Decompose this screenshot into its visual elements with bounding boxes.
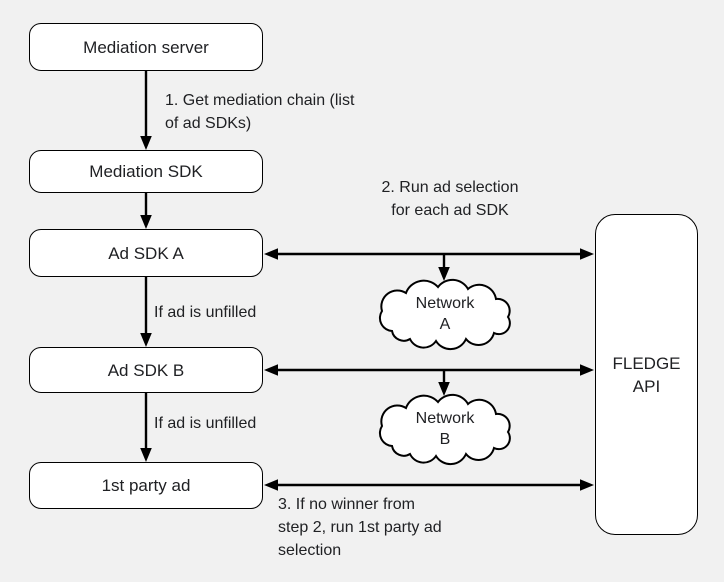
fledge-api-node: FLEDGE API: [595, 214, 698, 535]
arrow-mediation-sdk-to-ad-sdk-a: [140, 193, 152, 229]
arrow-to-network-b: [438, 370, 450, 396]
unfilled-after-a-annotation: If ad is unfilled: [154, 304, 257, 321]
ad-sdk-b-node: Ad SDK B: [29, 347, 263, 393]
step3-annotation: 3. If no winner from step 2, run 1st par…: [278, 496, 442, 559]
network-b-cloud: [379, 393, 511, 466]
arrow-to-network-a: [438, 254, 450, 281]
arrow-ad-sdk-a-to-ad-sdk-b: [140, 277, 152, 347]
arrow-ad-sdk-b-fledge: [264, 364, 594, 376]
network-b-label: Network B: [415, 410, 475, 448]
arrow-first-party-fledge: [264, 479, 594, 491]
mediation-server-node: Mediation server: [29, 23, 263, 71]
step1-annotation: 1. Get mediation chain (list of ad SDKs): [165, 92, 355, 132]
unfilled-after-b-annotation: If ad is unfilled: [154, 415, 257, 432]
network-a-cloud: [379, 278, 511, 351]
mediation-sdk-node: Mediation SDK: [29, 150, 263, 193]
arrow-ad-sdk-a-fledge: [264, 248, 594, 260]
arrow-server-to-mediation-sdk: [140, 71, 152, 150]
network-a-label: Network A: [415, 295, 475, 333]
arrow-ad-sdk-b-to-first-party: [140, 393, 152, 462]
ad-sdk-a-node: Ad SDK A: [29, 229, 263, 277]
step2-annotation: 2. Run ad selection for each ad SDK: [381, 179, 519, 219]
first-party-ad-node: 1st party ad: [29, 462, 263, 509]
